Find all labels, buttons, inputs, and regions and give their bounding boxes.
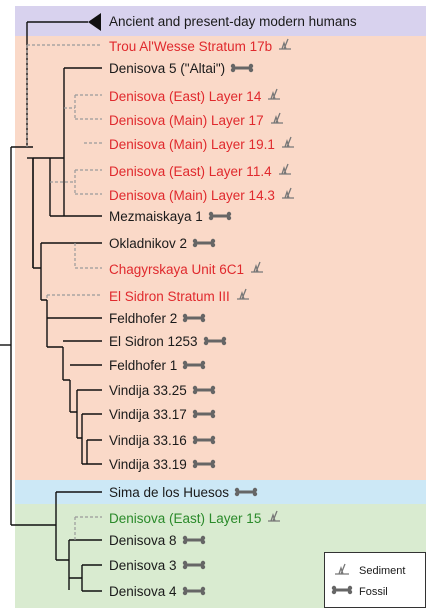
- leaf-label: Denisova (Main) Layer 19.1: [109, 136, 275, 152]
- legend-fossil: Fossil: [331, 585, 388, 598]
- leaf-label: Mezmaiskaya 1: [109, 209, 203, 224]
- leaf-label: Feldhofer 2: [109, 311, 178, 326]
- bone-icon: [192, 456, 216, 473]
- sediment-icon: [277, 162, 293, 180]
- bone-icon: [182, 357, 206, 374]
- leaf-vindija-33-19: Vindija 33.19: [109, 456, 216, 473]
- leaf-denisova-main-17: Denisova (Main) Layer 17: [109, 111, 285, 129]
- bone-icon: [203, 333, 227, 350]
- neanderthal-band: [15, 36, 426, 480]
- sediment-icon: [266, 509, 282, 527]
- west-group: [41, 299, 48, 347]
- modern-branch: [11, 22, 28, 148]
- leaf-label: Denisova 3: [109, 558, 177, 573]
- leaf-denisova-8: Denisova 8: [109, 532, 206, 549]
- leaf-label: Vindija 33.16: [109, 433, 187, 448]
- sediment-icon: [277, 37, 293, 55]
- leaf-label: Denisova 5 ("Altai"): [109, 61, 226, 76]
- leaf-label: Denisova 8: [109, 533, 177, 548]
- leaf-denisova-east-11-4: Denisova (East) Layer 11.4: [109, 162, 293, 180]
- leaf-label: Chagyrskaya Unit 6C1: [109, 261, 245, 277]
- leaf-denisova-3: Denisova 3: [109, 557, 206, 574]
- modern-arrowhead: [88, 13, 101, 31]
- legend-sediment: Sediment: [331, 562, 405, 579]
- leaf-label: Denisova (East) Layer 15: [109, 510, 262, 526]
- bone-icon: [192, 382, 216, 399]
- legend-fossil-label: Fossil: [359, 585, 388, 598]
- leaf-label: Trou Al'Wesse Stratum 17b: [109, 38, 273, 54]
- sediment-icon: [331, 562, 353, 579]
- leaf-label: Ancient and present-day modern humans: [109, 14, 357, 29]
- leaf-el-sidron-stratum-iii: El Sidron Stratum III: [109, 287, 251, 305]
- bone-icon: [182, 310, 206, 327]
- leaf-chagyrskaya-6c1: Chagyrskaya Unit 6C1: [109, 260, 265, 278]
- leaf-modern-humans: Ancient and present-day modern humans: [109, 13, 357, 30]
- leaf-label: Denisova (Main) Layer 14.3: [109, 187, 275, 203]
- denisovan-root: [11, 492, 57, 560]
- leaf-label: Sima de los Huesos: [109, 485, 230, 500]
- leaf-denisova-4: Denisova 4: [109, 583, 206, 600]
- bone-icon: [182, 532, 206, 549]
- neanderthal-root: [27, 146, 34, 268]
- leaf-label: Vindija 33.17: [109, 407, 187, 422]
- leaf-label: Vindija 33.19: [109, 457, 187, 472]
- sediment-icon: [280, 186, 296, 204]
- leaf-vindija-33-17: Vindija 33.17: [109, 406, 216, 423]
- leaf-trou-al-wesse: Trou Al'Wesse Stratum 17b: [109, 37, 293, 55]
- bone-icon: [192, 235, 216, 252]
- legend: Sediment Fossil: [324, 552, 426, 608]
- bone-icon: [208, 208, 232, 225]
- leaf-label: Vindija 33.25: [109, 383, 187, 398]
- lower-group: [33, 243, 42, 300]
- leaf-okladnikov-2: Okladnikov 2: [109, 235, 216, 252]
- leaf-denisova-east-14: Denisova (East) Layer 14: [109, 87, 282, 105]
- leaf-vindija-33-25: Vindija 33.25: [109, 382, 216, 399]
- leaf-feldhofer-1: Feldhofer 1: [109, 357, 206, 374]
- leaf-label: Okladnikov 2: [109, 236, 188, 251]
- leaf-label: Denisova (East) Layer 11.4: [109, 163, 272, 179]
- modern-human-band: [15, 6, 426, 36]
- leaf-denisova-main-19-1: Denisova (Main) Layer 19.1: [109, 135, 296, 153]
- leaf-label: Denisova (Main) Layer 17: [109, 112, 264, 128]
- leaf-mezmaiskaya-1: Mezmaiskaya 1: [109, 208, 232, 225]
- leaf-label: El Sidron Stratum III: [109, 288, 230, 304]
- sediment-icon: [249, 260, 265, 278]
- bone-icon: [331, 585, 353, 598]
- leaf-label: El Sidron 1253: [109, 334, 198, 349]
- leaf-denisova-5: Denisova 5 ("Altai"): [109, 60, 254, 77]
- altai-subgroup: [50, 68, 65, 216]
- sediment-icon: [266, 87, 282, 105]
- sediment-icon: [269, 111, 285, 129]
- leaf-label: Denisova (East) Layer 14: [109, 88, 262, 104]
- leaf-denisova-east-15: Denisova (East) Layer 15: [109, 509, 282, 527]
- bone-icon: [182, 583, 206, 600]
- sediment-icon: [235, 287, 251, 305]
- leaf-feldhofer-2: Feldhofer 2: [109, 310, 206, 327]
- bone-icon: [182, 557, 206, 574]
- leaf-label: Denisova 4: [109, 584, 177, 599]
- altai-group: [33, 157, 102, 217]
- leaf-label: Feldhofer 1: [109, 358, 178, 373]
- leaf-el-sidron-1253: El Sidron 1253: [109, 333, 227, 350]
- sediment-icon: [280, 135, 296, 153]
- trou-branch: [26, 44, 102, 147]
- legend-sediment-label: Sediment: [359, 564, 406, 577]
- leaf-vindija-33-16: Vindija 33.16: [109, 432, 216, 449]
- bone-icon: [234, 484, 258, 501]
- leaf-denisova-main-14-3: Denisova (Main) Layer 14.3: [109, 186, 296, 204]
- bone-icon: [192, 432, 216, 449]
- leaf-sima-de-los-huesos: Sima de los Huesos: [109, 484, 258, 501]
- bone-icon: [230, 60, 254, 77]
- bone-icon: [192, 406, 216, 423]
